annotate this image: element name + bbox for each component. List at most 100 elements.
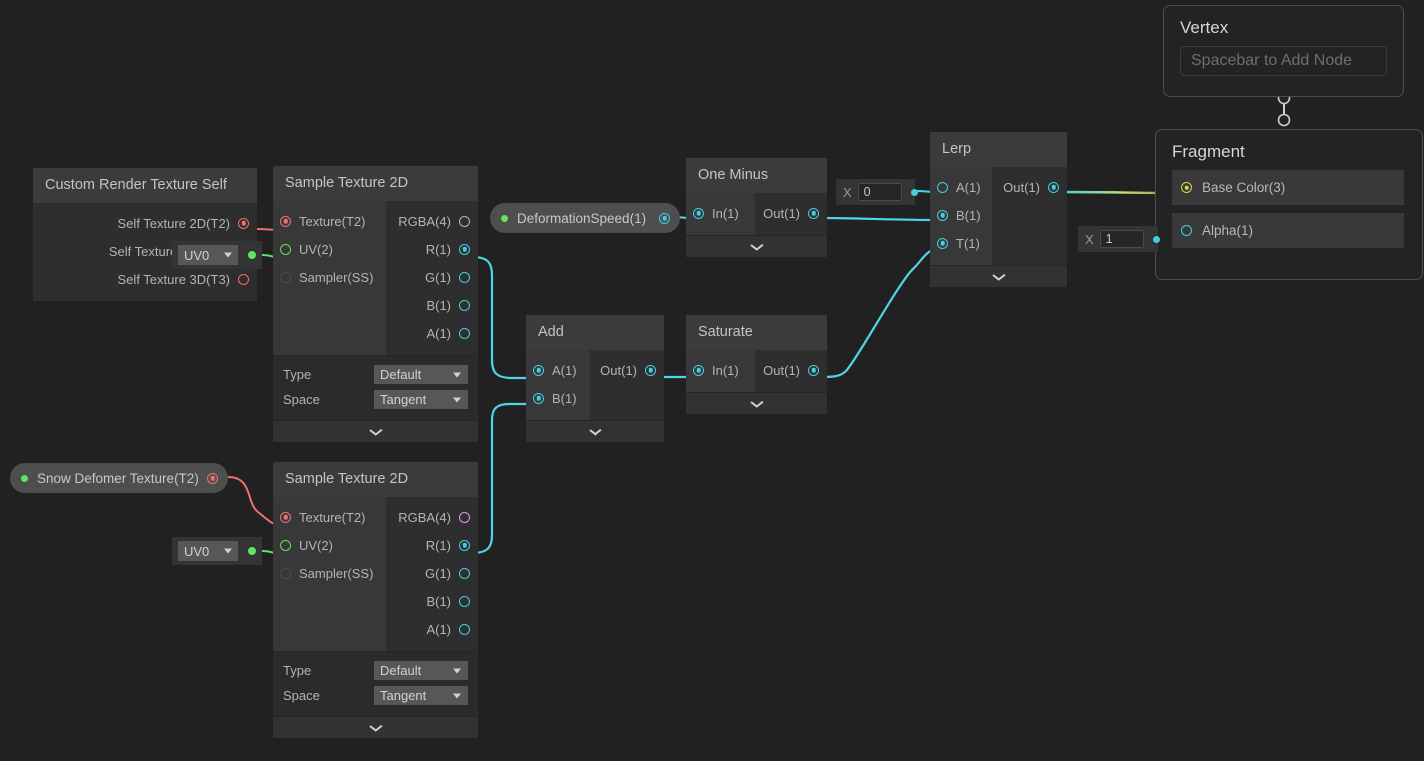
slot-vec1-icon[interactable] [533,364,544,376]
uv-dropdown[interactable]: UV0 [178,245,239,265]
slot-texture-icon[interactable] [238,217,249,229]
slot-vec1-icon[interactable] [459,327,470,339]
port-r[interactable]: R(1) [386,235,478,263]
uv-output-dot[interactable] [248,251,256,259]
type-dropdown[interactable]: Default [374,365,468,384]
slot-vec1-icon[interactable] [459,271,470,283]
port-a[interactable]: A(1) [930,173,992,201]
node-one-minus[interactable]: One Minus In(1) Out(1) [686,158,827,257]
lerp-a-value-widget[interactable]: X 0 [836,179,918,205]
port-a[interactable]: A(1) [386,319,478,347]
port-rgba[interactable]: RGBA(4) [386,207,478,235]
slot-vec1-icon[interactable] [459,623,470,635]
slot-vec2-icon[interactable] [280,539,291,551]
node-collapse-toggle[interactable] [273,420,478,442]
uv-dropdown[interactable]: UV0 [178,541,239,561]
port-self-texture-3d[interactable]: Self Texture 3D(T3) [33,265,257,293]
slot-vec1-icon[interactable] [693,207,704,219]
slot-texture-icon[interactable] [280,215,291,227]
slot-basecolor-icon[interactable] [1181,182,1192,193]
port-out[interactable]: Out(1) [755,356,827,384]
slot-vec1-icon[interactable] [808,364,819,376]
setting-type[interactable]: Type Default [283,658,468,683]
slot-vec1-icon[interactable] [459,299,470,311]
node-lerp[interactable]: Lerp A(1) B(1) T(1) Out(1) [930,132,1067,287]
setting-type[interactable]: Type Default [283,362,468,387]
fragment-slot-base-color[interactable]: Base Color(3) [1172,170,1404,205]
slot-sampler-icon[interactable] [280,271,291,283]
slot-vec1-icon[interactable] [459,539,470,551]
slot-vec1-icon[interactable] [1181,225,1192,236]
node-collapse-toggle[interactable] [526,420,664,442]
port-g[interactable]: G(1) [386,263,478,291]
port-b[interactable]: B(1) [386,587,478,615]
node-collapse-toggle[interactable] [930,265,1067,287]
type-dropdown[interactable]: Default [374,661,468,680]
port-b[interactable]: B(1) [526,384,590,412]
uv-output-dot[interactable] [248,547,256,555]
port-in[interactable]: In(1) [686,356,755,384]
space-dropdown[interactable]: Tangent [374,686,468,705]
property-node-deformation-speed[interactable]: DeformationSpeed(1) [490,203,680,233]
slot-vec1-icon[interactable] [1048,181,1059,193]
slot-vec2-icon[interactable] [280,243,291,255]
property-node-snow-deformer-texture[interactable]: Snow Defomer Texture(T2) [10,463,228,493]
node-collapse-toggle[interactable] [686,392,827,414]
port-in[interactable]: In(1) [686,199,755,227]
port-uv[interactable]: UV(2) [273,235,386,263]
lerp-a-value-input[interactable]: 0 [857,183,902,201]
node-sample-texture-2d-top[interactable]: Sample Texture 2D Texture(T2) UV(2) Samp… [273,166,478,442]
port-r[interactable]: R(1) [386,531,478,559]
value-output-dot[interactable] [1152,235,1160,243]
slot-vec1-icon[interactable] [659,212,670,224]
slot-vec1-icon[interactable] [459,243,470,255]
slot-vec1-icon[interactable] [645,364,656,376]
slot-texture-icon[interactable] [207,472,218,484]
slot-sampler-icon[interactable] [280,567,291,579]
fragment-slot-alpha[interactable]: Alpha(1) [1172,213,1404,248]
slot-vec1-icon[interactable] [937,209,948,221]
slot-vec1-icon[interactable] [459,567,470,579]
uv-channel-widget-top[interactable]: UV0 [172,241,262,269]
port-self-texture-2d[interactable]: Self Texture 2D(T2) [33,209,257,237]
alpha-value-input[interactable]: 1 [1099,230,1144,248]
node-saturate[interactable]: Saturate In(1) Out(1) [686,315,827,414]
slot-vec1-icon[interactable] [459,595,470,607]
node-collapse-toggle[interactable] [273,716,478,738]
slot-vec4-icon[interactable] [459,215,470,227]
port-sampler[interactable]: Sampler(SS) [273,263,386,291]
setting-space[interactable]: Space Tangent [283,387,468,412]
slot-vec1-icon[interactable] [808,207,819,219]
node-collapse-toggle[interactable] [686,235,827,257]
port-b[interactable]: B(1) [930,201,992,229]
slot-vec1-icon[interactable] [693,364,704,376]
port-out[interactable]: Out(1) [590,356,664,384]
master-node-vertex[interactable]: Vertex Spacebar to Add Node [1163,5,1404,97]
slot-vec1-icon[interactable] [533,392,544,404]
vertex-add-node-hint[interactable]: Spacebar to Add Node [1180,46,1387,76]
port-out[interactable]: Out(1) [992,173,1067,201]
slot-vec1-icon[interactable] [937,181,948,193]
slot-texture-icon[interactable] [280,511,291,523]
space-dropdown[interactable]: Tangent [374,390,468,409]
value-output-dot[interactable] [910,188,918,196]
alpha-value-widget[interactable]: X 1 [1078,226,1160,252]
port-a[interactable]: A(1) [526,356,590,384]
slot-vec4-icon[interactable] [459,511,470,523]
port-g[interactable]: G(1) [386,559,478,587]
node-sample-texture-2d-bottom[interactable]: Sample Texture 2D Texture(T2) UV(2) Samp… [273,462,478,738]
port-a[interactable]: A(1) [386,615,478,643]
port-texture[interactable]: Texture(T2) [273,503,386,531]
node-custom-render-texture-self[interactable]: Custom Render Texture Self Self Texture … [33,168,257,301]
port-uv[interactable]: UV(2) [273,531,386,559]
port-t[interactable]: T(1) [930,229,992,257]
uv-channel-widget-bottom[interactable]: UV0 [172,537,262,565]
setting-space[interactable]: Space Tangent [283,683,468,708]
master-node-fragment[interactable]: Fragment Base Color(3) Alpha(1) [1155,129,1423,280]
port-b[interactable]: B(1) [386,291,478,319]
port-texture[interactable]: Texture(T2) [273,207,386,235]
port-rgba[interactable]: RGBA(4) [386,503,478,531]
slot-vec1-icon[interactable] [937,237,948,249]
port-out[interactable]: Out(1) [755,199,827,227]
